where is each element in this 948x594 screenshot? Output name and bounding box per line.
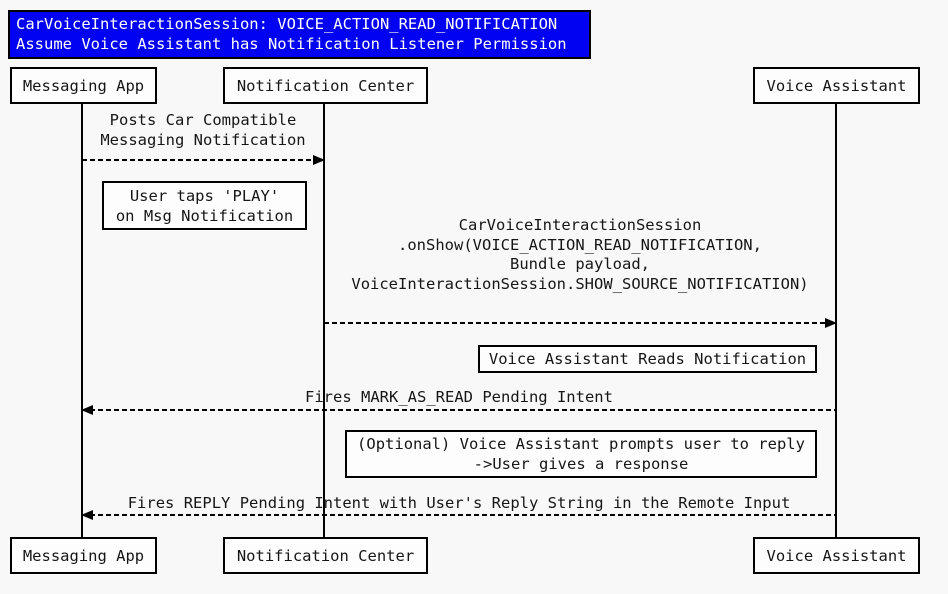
- message-onshow-label: CarVoiceInteractionSession .onShow(VOICE…: [351, 216, 809, 293]
- message-reply-label: Fires REPLY Pending Intent with User's R…: [127, 494, 791, 512]
- message-posts-notification-arrow: [82, 155, 325, 165]
- arrowhead-right-icon: [313, 155, 325, 165]
- message-onshow-arrow: [324, 318, 837, 328]
- actor-notification-center-top: Notification Center: [223, 67, 428, 104]
- actor-voice-assistant-top: Voice Assistant: [753, 67, 920, 104]
- message-mark-as-read-label: Fires MARK_AS_READ Pending Intent: [305, 388, 613, 406]
- arrowhead-left-icon: [81, 405, 93, 415]
- diagram-title-line1: CarVoiceInteractionSession: VOICE_ACTION…: [16, 15, 558, 33]
- arrowhead-right-icon: [825, 318, 837, 328]
- dashed-line: [82, 159, 324, 161]
- note-optional-reply: (Optional) Voice Assistant prompts user …: [345, 430, 817, 478]
- message-mark-as-read-arrow: [81, 405, 836, 415]
- actor-notification-center-bottom: Notification Center: [223, 537, 428, 574]
- dashed-line: [82, 514, 836, 516]
- message-posts-notification-label: Posts Car Compatible Messaging Notificat…: [100, 111, 306, 149]
- message-reply-arrow: [81, 510, 836, 520]
- lifeline-notification-center: [323, 104, 325, 537]
- note-user-taps-play: User taps 'PLAY' on Msg Notification: [102, 181, 307, 230]
- actor-voice-assistant-bottom: Voice Assistant: [753, 537, 920, 574]
- actor-messaging-app-top: Messaging App: [10, 67, 157, 104]
- lifeline-messaging-app: [81, 104, 83, 537]
- note-va-reads-notification: Voice Assistant Reads Notification: [478, 345, 817, 373]
- diagram-title-line2: Assume Voice Assistant has Notification …: [16, 35, 567, 53]
- dashed-line: [82, 409, 836, 411]
- diagram-title: CarVoiceInteractionSession: VOICE_ACTION…: [8, 10, 591, 59]
- actor-messaging-app-bottom: Messaging App: [10, 537, 157, 574]
- dashed-line: [324, 322, 836, 324]
- arrowhead-left-icon: [81, 510, 93, 520]
